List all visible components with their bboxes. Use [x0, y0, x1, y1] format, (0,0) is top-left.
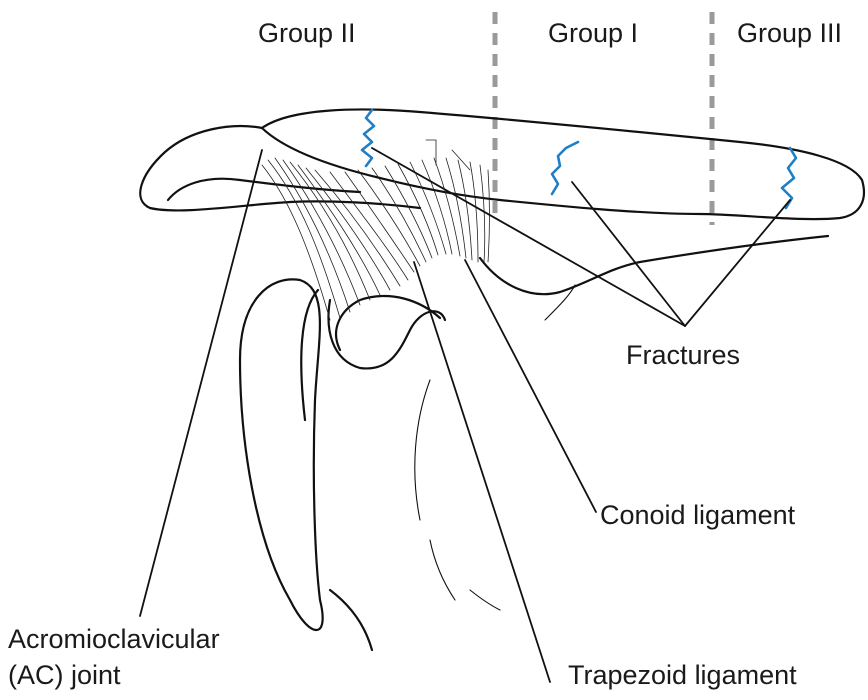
group-ii-label: Group II [258, 18, 356, 48]
fracture-group-ii [362, 110, 374, 166]
scapula-lower-edge [330, 590, 372, 650]
fracture-group-iii [782, 148, 796, 208]
ac-joint-label-line2: (AC) joint [8, 660, 121, 690]
ligament-fibers [262, 140, 490, 320]
group-i-label: Group I [548, 18, 638, 48]
fractures-label: Fractures [626, 340, 740, 370]
ac-joint-label-line1: Acromioclavicular [8, 624, 220, 654]
ac-joint-leader [140, 150, 262, 616]
conoid-ligament-label: Conoid ligament [600, 500, 796, 530]
group-iii-label: Group III [737, 18, 842, 48]
fracture-group-i [552, 142, 578, 194]
fractures-leader-2 [572, 182, 685, 326]
scapula-contour-1 [415, 380, 430, 520]
conoid-leader [465, 260, 596, 512]
scapula-spine-curve [336, 296, 440, 350]
scapula-contour-2 [545, 285, 575, 320]
scapula-contour-3 [430, 540, 455, 600]
trapezoid-ligament-label: Trapezoid ligament [568, 660, 797, 690]
fractures-leader-1 [372, 148, 685, 326]
trapezoid-leader [414, 262, 550, 682]
scapula-contour-4 [470, 590, 500, 610]
fractures-leader-3 [685, 200, 790, 326]
glenoid-fossa [240, 279, 323, 630]
